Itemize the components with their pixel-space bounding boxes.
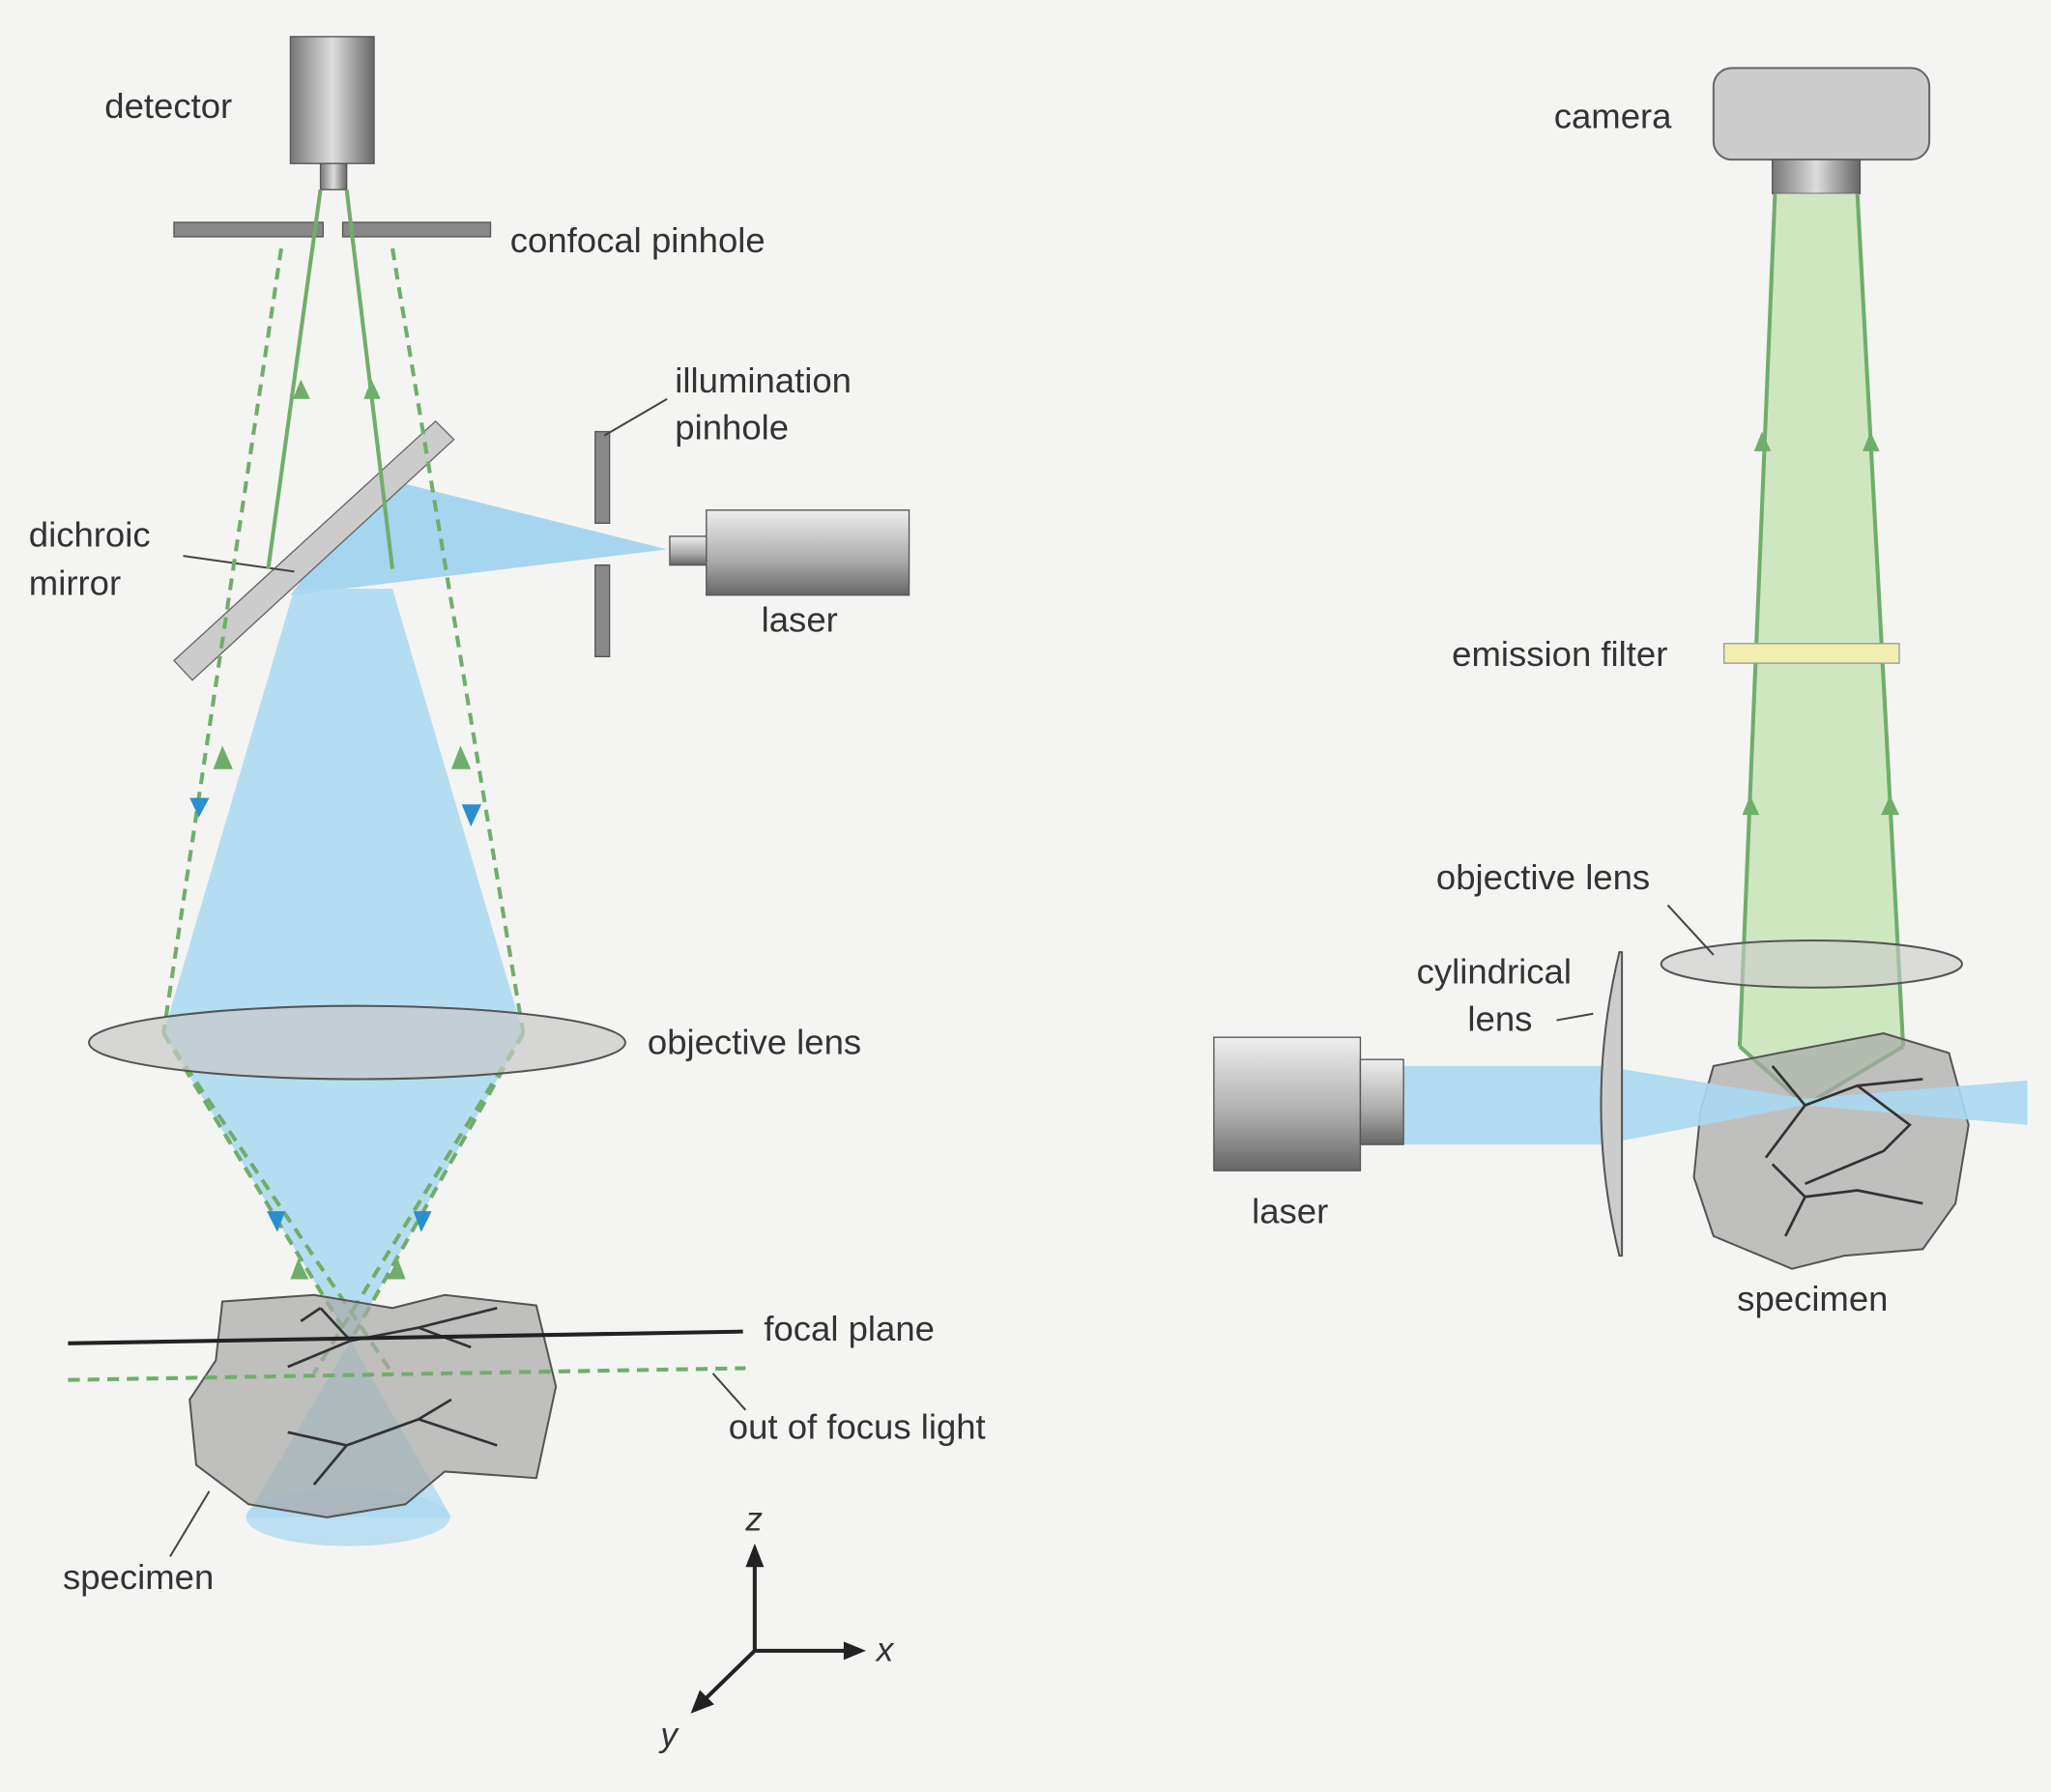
light-sheet-diagram: camera emission filter objective lens cy… <box>1213 67 2028 1318</box>
specimen-leader <box>169 1490 211 1557</box>
label-objective-lens: objective lens <box>648 1023 861 1062</box>
label-illumination-2: pinhole <box>675 408 789 448</box>
laser-nozzle-right <box>1359 1058 1404 1145</box>
axis-y-label: y <box>658 1717 679 1754</box>
illumination-pinhole-bottom <box>594 564 611 658</box>
objective-leader <box>1666 904 1715 956</box>
camera-body <box>1712 67 1931 161</box>
camera-nozzle <box>1772 159 1862 194</box>
specimen <box>188 1293 558 1518</box>
dichroic-leader <box>183 555 295 573</box>
label-confocal-pinhole: confocal pinhole <box>510 220 766 260</box>
cylindrical-leader <box>1556 1012 1594 1022</box>
arrow-markers <box>189 379 482 1280</box>
confocal-pinhole-right <box>341 221 492 238</box>
confocal-pinhole-left <box>173 221 324 238</box>
out-of-focus-leader <box>711 1373 747 1411</box>
label-dichroic-2: mirror <box>29 564 121 603</box>
light-sheet-beam <box>1403 1065 2028 1145</box>
label-illumination-1: illumination <box>675 361 852 400</box>
label-focal-plane: focal plane <box>764 1309 935 1348</box>
label-cylindrical-1: cylindrical <box>1417 952 1572 992</box>
label-dichroic-1: dichroic <box>29 515 151 555</box>
label-cylindrical-2: lens <box>1467 998 1532 1038</box>
detector-nozzle <box>319 162 348 190</box>
out-of-focus-line <box>68 1366 746 1382</box>
cylindrical-lens <box>1600 951 1624 1257</box>
laser-body <box>706 509 910 596</box>
confocal-diagram: detector confocal pinhole dichroic mirro… <box>29 36 986 1597</box>
objective-lens <box>88 1004 626 1081</box>
illumination-leader <box>603 397 668 437</box>
objective-lens-right <box>1660 939 1963 989</box>
emission-arrows <box>1742 431 1899 816</box>
illumination-pinhole-top <box>594 430 611 524</box>
coordinate-axes <box>690 1543 866 1714</box>
excitation-beam <box>163 588 524 1342</box>
neurons-right <box>1764 1065 1923 1237</box>
emission-filter <box>1722 643 1900 664</box>
detector-body <box>289 36 375 164</box>
laser-body-right <box>1213 1036 1362 1171</box>
label-specimen: specimen <box>63 1557 214 1597</box>
label-laser: laser <box>762 600 838 640</box>
neurons <box>287 1306 498 1486</box>
laser-nozzle <box>669 535 708 566</box>
label-specimen-right: specimen <box>1737 1279 1888 1318</box>
label-out-of-focus: out of focus light <box>729 1407 986 1447</box>
axis-z-label: z <box>744 1500 763 1538</box>
label-objective-lens-right: objective lens <box>1436 857 1650 897</box>
label-detector: detector <box>104 86 232 126</box>
label-emission-filter: emission filter <box>1452 634 1667 674</box>
specimen-right <box>1692 1032 1970 1270</box>
axis-x-label: x <box>875 1632 895 1669</box>
focal-plane-line <box>68 1329 743 1345</box>
label-camera: camera <box>1554 97 1672 136</box>
label-laser-right: laser <box>1252 1191 1328 1230</box>
